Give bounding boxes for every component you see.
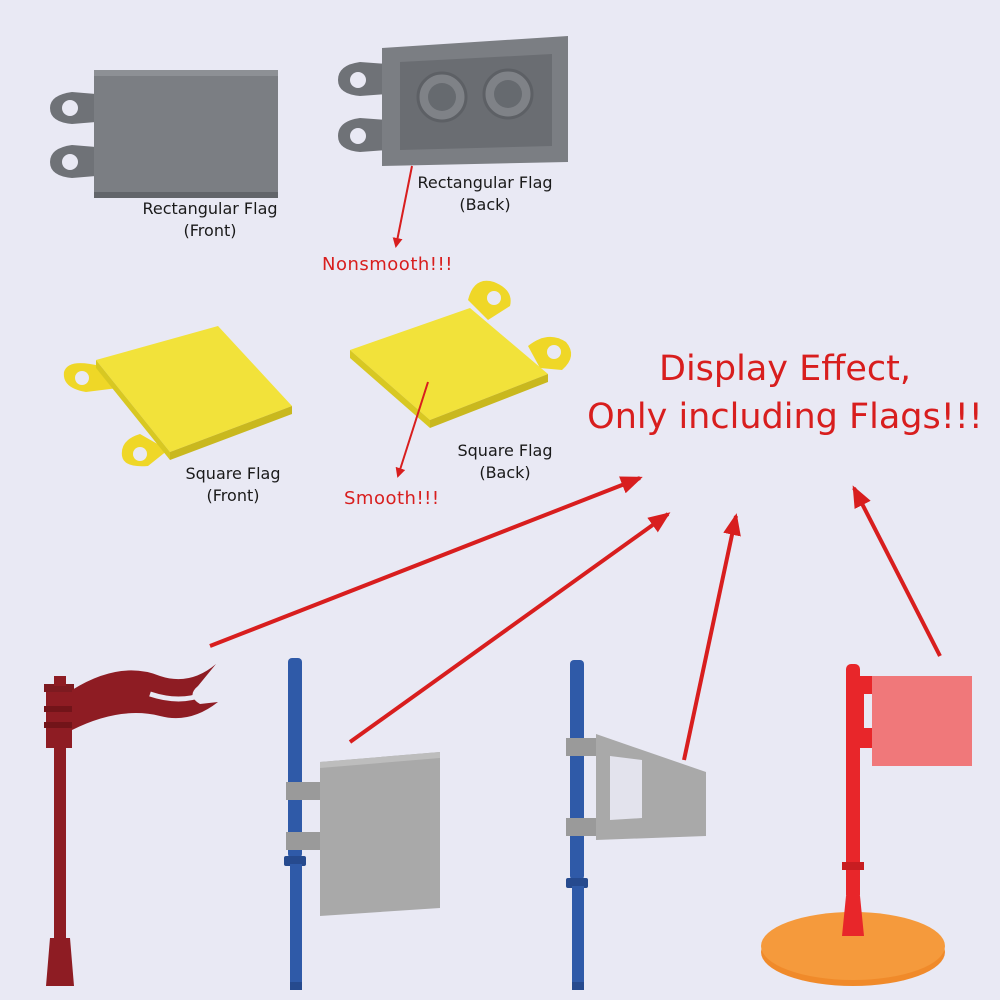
square-flag-back-label: Square Flag (Back) [430,440,580,484]
arrow-rect-flag [348,512,671,744]
red-flag-base-icon [761,664,972,986]
triangle-flag-pole-icon [566,660,706,990]
display-effect-headline: Display Effect, Only including Flags!!! [575,345,995,441]
arrow-red-flag [852,485,942,657]
rect-flag-back-line1: Rectangular Flag [417,173,553,192]
square-flag-front-label: Square Flag (Front) [158,463,308,507]
smooth-note: Smooth!!! [344,488,440,509]
square-flag-back-icon [350,280,572,428]
rect-flag-back-line2: (Back) [459,195,511,214]
square-flag-front-icon [63,326,292,467]
square-flag-back-line2: (Back) [479,463,531,482]
square-flag-front-line2: (Front) [206,486,260,505]
rect-flag-back-icon [338,36,568,166]
rect-flag-back-label: Rectangular Flag (Back) [390,172,580,216]
wave-flag-pole-icon [44,664,218,986]
rect-flag-front-line1: Rectangular Flag [142,199,278,218]
headline-line2: Only including Flags!!! [587,397,983,437]
rect-flag-front-label: Rectangular Flag (Front) [110,198,310,242]
arrow-triangle-flag [682,513,741,761]
arrow-wave-flag [209,476,643,648]
smooth-arrow [395,381,429,478]
square-flag-front-line1: Square Flag [185,464,281,483]
square-flag-back-line1: Square Flag [457,441,553,460]
nonsmooth-note: Nonsmooth!!! [322,254,453,275]
rect-flag-front-line2: (Front) [183,221,237,240]
rect-flag-front-icon [50,70,278,198]
rect-flag-pole-icon [284,658,440,990]
nonsmooth-arrow [392,165,413,248]
headline-line1: Display Effect, [659,349,911,389]
